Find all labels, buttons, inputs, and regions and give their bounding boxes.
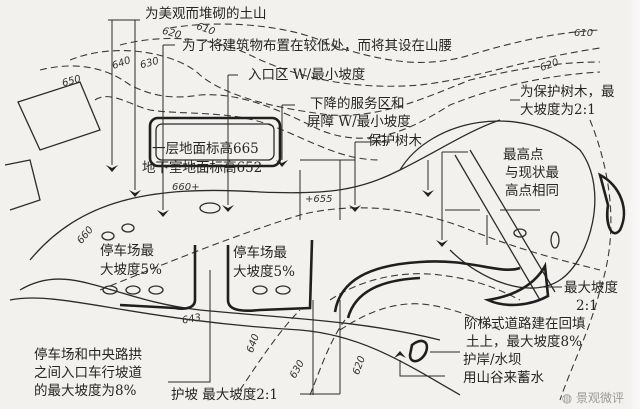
annotation-valley-water: 用山谷来蓄水 [463,370,544,386]
leader-line [399,360,445,377]
annotation-basement-elevation: 地下室地面标高652 [142,160,263,176]
contour-line [119,37,601,87]
annotation-ramp-2: 之间入口车行坡道 [34,365,142,381]
leader-line [108,19,140,190]
main-building-inner [155,123,275,161]
annotation-protect-trees-slope-1: 为保护树木，最 [520,84,615,100]
annotation-service-area-1: 下降的服务区和 [310,96,405,112]
watermark-text: 景观微评 [575,391,624,405]
contour-line [94,96,381,161]
parking-stall [101,231,115,241]
leader-line [300,300,341,395]
road-edge [9,297,461,396]
annotation-highest-point-2: 与现状最 [505,165,559,181]
page-edge-shadow [626,0,640,409]
annotation-max-slope-1: 最大坡度 [564,280,618,296]
parking-stall [121,223,135,233]
annotation-highest-point-1: 最高点 [503,147,544,163]
leader-line [162,44,175,210]
annotation-stepped-road-2: 土上，最大坡度8% [466,334,582,350]
arrow-down-icon [422,190,434,197]
watermark: ◍ 景观微评 [562,389,624,406]
contour-line [559,119,612,401]
contour-line [329,273,521,301]
leader-line [281,104,295,160]
arrow-down-icon [349,205,361,212]
annotation-stepped-road-1: 阶梯式道路建在回填 [464,316,586,332]
parking-stall [199,202,221,214]
leader-line [227,74,238,205]
leader-lines [108,19,562,395]
tree-protection-wall [597,172,626,235]
contour-line [339,303,501,331]
leader-line [299,159,355,220]
spot-elevation-arrows [445,209,540,245]
leader-line [168,270,211,383]
upper-loop [399,120,596,289]
annotation-ramp-3: 的最大坡度为8% [34,383,137,399]
parking-lot-left-edge [119,245,197,311]
parking-stall [275,285,291,295]
main-building [148,116,282,168]
contour-line [99,207,601,291]
parking-stalls [101,202,560,295]
annotation-slope-protection: 护坡 最大坡度2:1 [171,387,279,403]
annotation-parking-left-1: 停车场最 [100,243,154,259]
parking-stall [513,228,527,238]
contour-label: 610 [574,28,594,39]
contour-label: +655 [305,194,333,205]
wechat-icon: ◍ [561,391,576,405]
annotation-revetment: 护岸/水坝 [463,352,522,368]
annotation-first-floor-elevation: 一层地面标高665 [152,141,259,157]
contour-label: 660+ [172,182,200,193]
annotation-protect-trees: 保护树木 [368,133,422,149]
parking-stall [550,231,560,249]
arrow-down-icon [129,190,141,197]
contour-line [39,65,601,139]
annotation-parking-right-2: 大坡度5% [233,264,295,280]
parking-stall [102,285,118,295]
arrow-down-icon [436,240,448,247]
arrow-up-icon [394,351,406,358]
building-wing [4,159,41,211]
arrow-down-icon [157,210,169,217]
diagonal-road [454,154,541,301]
annotation-protect-trees-slope-2: 大坡度为2:1 [520,102,596,118]
annotation-max-slope-2: 2:1 [576,298,598,314]
leader-line [441,151,468,240]
parking-stall [125,285,141,295]
annotation-building-placement: 为了将建筑物布置在较低处，而将其设在山腰 [182,38,452,54]
annotation-parking-right-1: 停车场最 [233,245,287,261]
annotation-service-area-2: 屏障 W/最小坡度 [307,114,411,130]
parking-stall [252,285,268,295]
max-slope-wall [483,261,550,307]
arrow-down-icon [222,205,234,212]
annotation-earth-mound: 为美观而堆砌的土山 [145,6,267,22]
existing-building [17,81,101,151]
contour-line [69,50,601,116]
contour-line [169,23,601,63]
contour-line [239,309,301,391]
annotation-entry-area: 入口区 W/最小坡度 [248,67,366,83]
parking-stall [148,285,164,295]
dam [408,339,429,363]
arrow-down-icon [276,160,288,167]
arrow-heads [106,160,448,358]
access-road [29,119,501,261]
diagonal-road [469,149,556,293]
stepped-road [333,260,521,313]
stepped-road [346,276,421,319]
access-road [19,278,441,341]
leader-line [354,141,390,205]
annotation-ramp-1: 停车场和中央路拱 [34,347,142,363]
annotation-parking-left-2: 大坡度5% [100,262,162,278]
annotation-highest-point-3: 高点相同 [505,183,559,199]
arrow-down-icon [106,165,118,172]
parking-lot-right-edge [226,239,314,312]
